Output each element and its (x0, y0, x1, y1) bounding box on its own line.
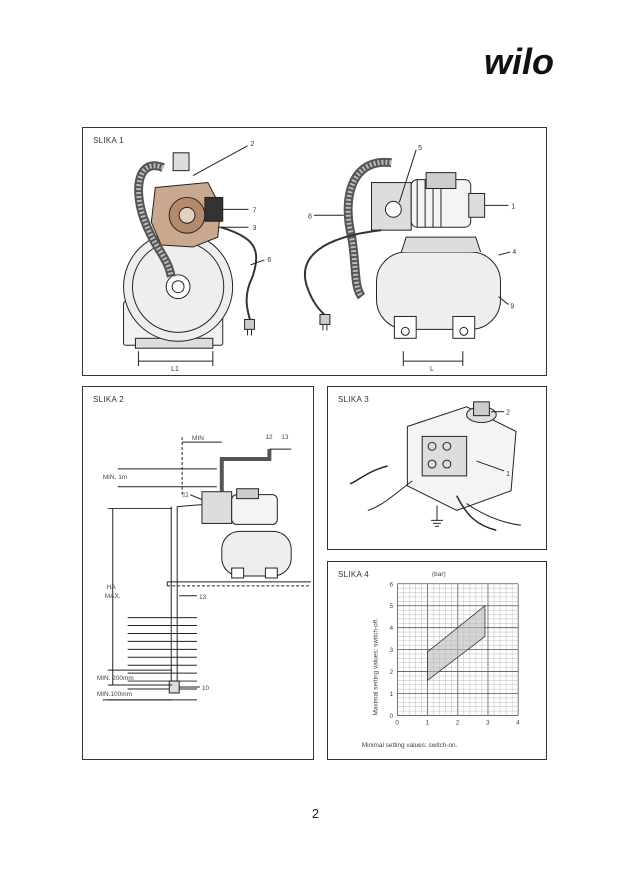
pressure-setting-chart: (bar) 0 1 2 3 4 0 1 2 3 4 5 6 Maximal setting value… (362, 571, 520, 749)
dimension-label: HA (107, 584, 117, 591)
wilo-logo: wilo (478, 38, 578, 86)
x-tick-label: 1 (426, 719, 430, 726)
figure-slika-4: SLIKA 4 (bar) 0 1 2 3 4 0 1 2 3 4 5 6 Maximal setti… (327, 561, 547, 760)
y-tick-label: 2 (389, 669, 393, 676)
dimension-label: MAX. (105, 593, 121, 600)
y-tick-label: 4 (389, 625, 393, 632)
y-tick-label: 0 (389, 713, 393, 720)
x-tick-label: 2 (456, 719, 460, 726)
chart-xlabel: Minimal setting values: switch-on. (362, 742, 458, 749)
chart-unit-label: (bar) (432, 571, 446, 578)
chart-ylabel: Maximal setting values: switch-off. (373, 618, 380, 716)
callout-label: 6 (267, 257, 271, 264)
callout-label: 2 (251, 141, 255, 148)
callout-label: 9 (510, 304, 514, 311)
figure-title: SLIKA 4 (338, 570, 370, 579)
x-tick-label: 4 (516, 719, 520, 726)
y-tick-label: 3 (389, 647, 393, 654)
pressure-switch-drawing: 2 1 (349, 401, 522, 531)
y-tick-label: 1 (389, 691, 393, 698)
y-tick-label: 6 (389, 581, 393, 588)
figure-title: SLIKA 2 (93, 395, 125, 404)
figure-title: SLIKA 1 (93, 136, 125, 145)
dimension-label: MIN. 200mm (97, 675, 134, 682)
installation-diagram: MIN MIN. 1m HA MAX. MIN. 200mm MIN.100mm… (97, 434, 312, 701)
dimension-label: MIN. 1m (103, 474, 127, 481)
x-tick-label: 0 (395, 719, 399, 726)
setting-region (427, 604, 486, 682)
chart-ticks: 0 1 2 3 4 0 1 2 3 4 5 6 (389, 581, 520, 726)
callout-label: 7 (253, 207, 257, 214)
callout-label: 13 (199, 594, 207, 601)
callout-label: 4 (512, 249, 516, 256)
page-number: 2 (311, 806, 320, 821)
callout-label: 13 (281, 434, 289, 441)
callout-label: 1 (506, 471, 510, 478)
figure-slika-1: SLIKA 1 (82, 127, 547, 376)
pump-drawing-front-side: 2 7 3 6 L1 (123, 141, 516, 373)
figure-title: SLIKA 3 (338, 395, 370, 404)
logo-text: wilo (484, 41, 554, 82)
dimension-label: MIN.100mm (97, 691, 132, 698)
callout-label: 12 (265, 434, 273, 441)
dimension-label: L (430, 366, 434, 373)
callout-label: 8 (308, 213, 312, 220)
figure-slika-2: SLIKA 2 (82, 386, 314, 760)
callout-label: 10 (202, 685, 210, 692)
callout-label: 2 (506, 410, 510, 417)
callout-label: 11 (182, 492, 189, 499)
dimension-label: L1 (171, 366, 179, 373)
y-tick-label: 5 (389, 603, 393, 610)
callout-label: 5 (418, 145, 422, 152)
x-tick-label: 3 (486, 719, 490, 726)
callout-label: 1 (511, 203, 515, 210)
figure-slika-3: SLIKA 3 2 1 (327, 386, 547, 550)
callout-label: 3 (253, 225, 257, 232)
dimension-label: MIN (192, 435, 204, 442)
